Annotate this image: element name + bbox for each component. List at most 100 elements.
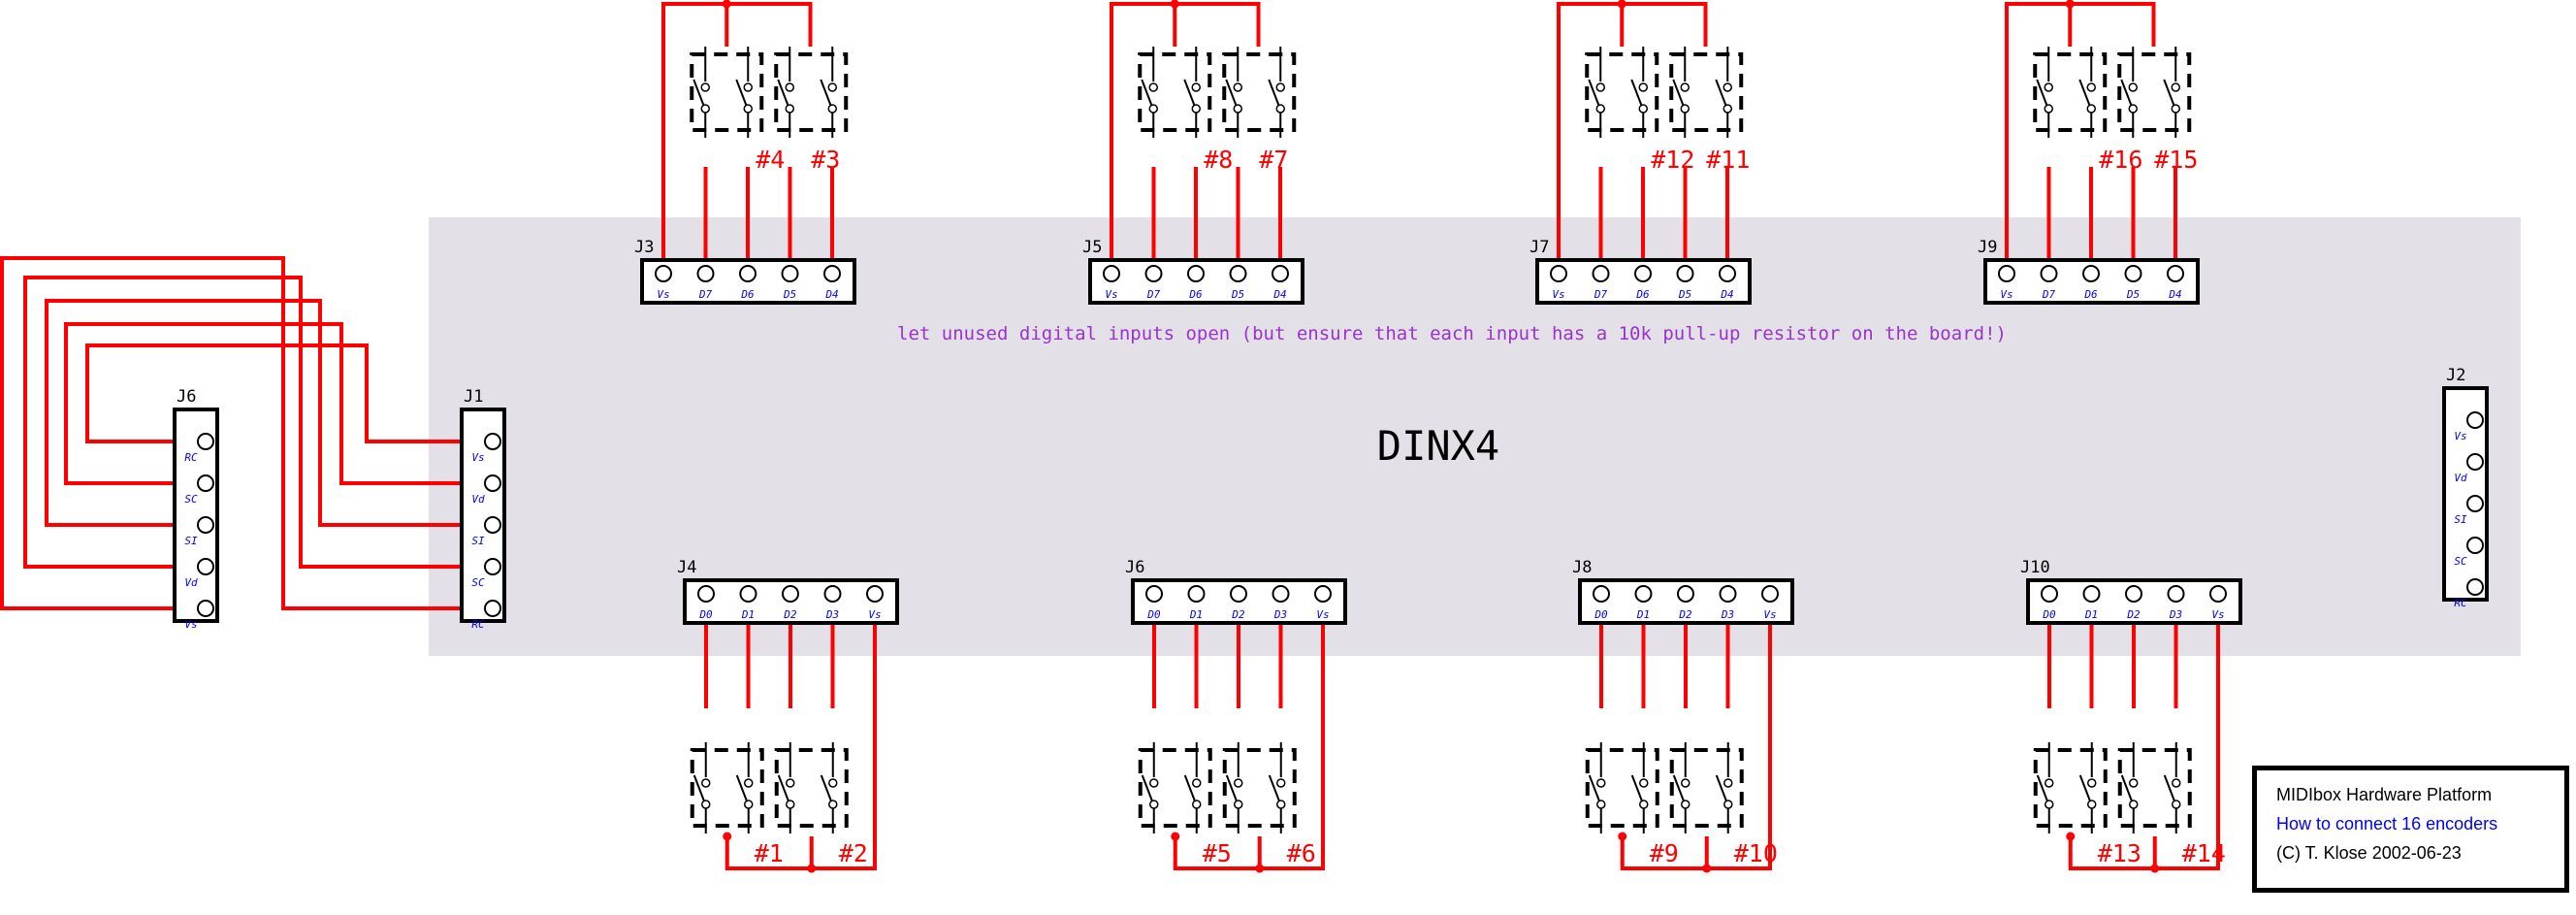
switch-contact <box>1149 778 1159 788</box>
pin-label: D5 <box>1231 288 1244 301</box>
pin-rc <box>197 433 214 450</box>
pin-vs <box>1761 585 1779 603</box>
pin-vd <box>484 474 501 492</box>
pin-label: D6 <box>1188 288 1203 301</box>
pin-vs <box>2466 411 2484 429</box>
switch-contact <box>1639 800 1649 809</box>
switch-contact <box>1275 104 1285 114</box>
pin-label: RC <box>184 451 198 464</box>
switch-lever <box>735 774 748 801</box>
pin-label: Vd <box>184 576 198 589</box>
switch-lever <box>1588 774 1600 801</box>
pin-label: RC <box>2454 597 2467 609</box>
switch-contact <box>1681 800 1690 809</box>
connector-label: J1 <box>464 387 483 407</box>
junction-dot <box>1617 0 1626 9</box>
board-note: let unused digital inputs open (but ensu… <box>897 323 2007 344</box>
pin-d2 <box>1677 585 1694 603</box>
switch-contact <box>701 800 711 809</box>
pin-d0 <box>1593 585 1610 603</box>
switch-contact <box>1723 82 1732 92</box>
switch-contact <box>2044 104 2053 114</box>
switch-lever <box>777 79 789 106</box>
pin-label: Vs <box>471 451 484 464</box>
pin-vs <box>197 600 214 617</box>
pin-sc <box>2466 537 2484 554</box>
switch-contact <box>1596 800 1606 809</box>
pin-label: D3 <box>1273 608 1287 621</box>
pin-d2 <box>2125 585 2142 603</box>
switch-contact <box>2045 778 2054 788</box>
connector-label: J8 <box>1572 558 1592 577</box>
pin-vs <box>1314 585 1332 603</box>
switch-contact <box>744 778 754 788</box>
junction-dot <box>807 864 817 873</box>
pin-d1 <box>1187 585 1206 603</box>
switch-contact <box>1192 778 1202 788</box>
pin-label: D1 <box>1189 608 1203 621</box>
pin-label: D6 <box>740 288 755 301</box>
switch-contact <box>2129 778 2139 788</box>
switch-contact <box>1638 104 1648 114</box>
junction-dot <box>722 0 731 9</box>
pin-label: SC <box>184 493 198 506</box>
credits-copyright: (C) T. Klose 2002-06-23 <box>2276 843 2462 863</box>
pin-label: D1 <box>2084 608 2098 621</box>
pin-label: D0 <box>2042 608 2056 621</box>
switch-lever <box>2120 79 2133 106</box>
credits-platform: MIDIbox Hardware Platform <box>2276 785 2493 804</box>
pin-d5 <box>1229 265 1247 282</box>
encoder-label: #14 <box>2182 839 2226 867</box>
switch-contact <box>2128 104 2138 114</box>
switch-contact <box>1234 778 1243 788</box>
vs-common-wire <box>1620 594 1772 870</box>
switch-lever <box>1630 774 1643 801</box>
connector-label: J9 <box>1978 238 1997 257</box>
pin-label: Vd <box>471 493 485 506</box>
pin-label: D1 <box>741 608 755 621</box>
switch-contact <box>700 82 710 92</box>
vs-common-wire <box>1173 594 1325 870</box>
vs-common-wire <box>2005 2 2156 274</box>
pin-si <box>484 516 501 534</box>
encoder-label: #7 <box>1259 146 1288 174</box>
pin-vd <box>197 558 214 575</box>
encoder-label: #15 <box>2154 146 2198 174</box>
pin-label: D4 <box>824 288 838 301</box>
pin-d7 <box>696 265 715 282</box>
switch-contact <box>1191 82 1201 92</box>
pin-label: D5 <box>1678 288 1691 301</box>
switch-lever <box>1672 79 1685 106</box>
switch-contact <box>785 104 794 114</box>
switch-lever <box>1630 79 1643 106</box>
pin-sc <box>484 558 501 575</box>
switch-lever <box>735 79 748 106</box>
switch-contact <box>1276 800 1286 809</box>
pin-d5 <box>1676 265 1694 282</box>
switch-contact <box>2129 800 2139 809</box>
switch-lever <box>1268 79 1280 106</box>
pin-d6 <box>2082 265 2100 282</box>
pin-vd <box>2466 453 2484 471</box>
vs-common-wire <box>661 2 813 274</box>
board-title: DINX4 <box>1377 422 1499 470</box>
switch-lever <box>2078 79 2091 106</box>
encoder-bottom <box>690 748 764 828</box>
pin-label: D6 <box>2083 288 2098 301</box>
switch-lever <box>1183 774 1196 801</box>
switch-contact <box>743 104 753 114</box>
switch-contact <box>1723 778 1733 788</box>
connector-label: J10 <box>2020 558 2050 577</box>
switch-contact <box>2086 104 2096 114</box>
switch-contact <box>1680 104 1690 114</box>
encoder-bottom <box>2033 748 2108 828</box>
switch-contact <box>1148 104 1158 114</box>
encoder-label: #16 <box>2099 146 2142 174</box>
pin-d1 <box>2082 585 2101 603</box>
switch-lever <box>777 774 789 801</box>
pin-d0 <box>1145 585 1163 603</box>
pin-d1 <box>739 585 757 603</box>
switch-contact <box>2172 778 2181 788</box>
vs-common-wire <box>1557 2 1708 274</box>
pin-label: Vs <box>657 288 669 301</box>
